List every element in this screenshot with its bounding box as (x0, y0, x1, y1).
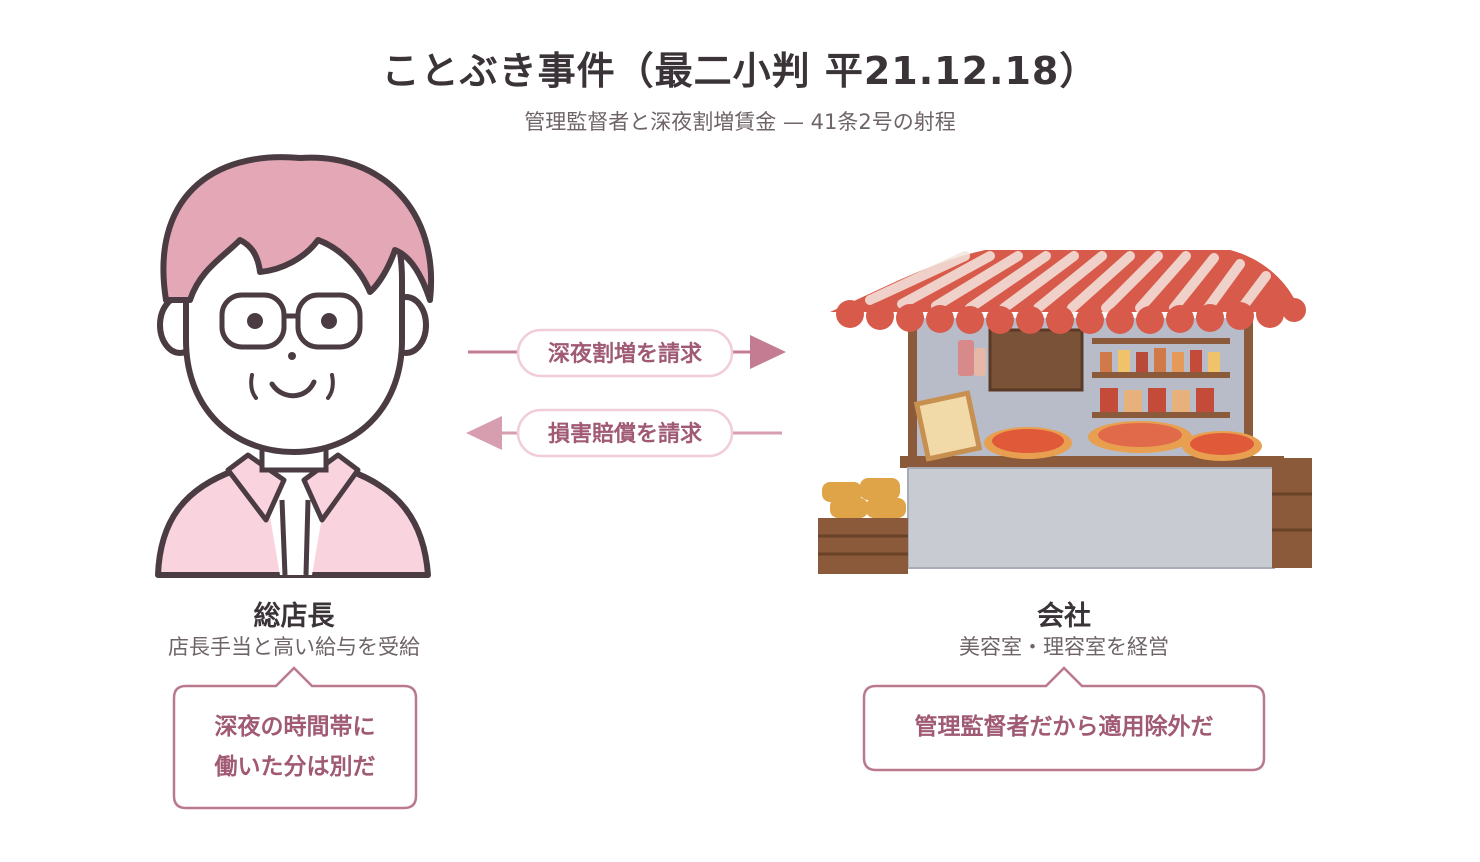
page-title: ことぶき事件（最二小判 平21.12.18） (381, 49, 1099, 93)
manager-speech-bubble (172, 666, 418, 810)
page-subtitle: 管理監督者と深夜割増賃金 — 41条2号の射程 (524, 110, 956, 134)
company-speech-bubble (862, 666, 1266, 772)
arrow-label-night-premium: 深夜割増を請求 (548, 341, 702, 367)
arrow-claim-damages: 損害賠償を請求 (466, 408, 782, 458)
arrow-label-damages: 損害賠償を請求 (548, 421, 702, 447)
arrow-claim-night-premium: 深夜割増を請求 (468, 328, 786, 378)
manager-description: 店長手当と高い給与を受給 (168, 635, 420, 659)
company-description: 美容室・理容室を経営 (959, 635, 1169, 659)
company-speech: 管理監督者だから適用除外だ (914, 714, 1214, 740)
manager-speech: 深夜の時間帯に 働いた分は別だ (174, 707, 416, 787)
manager-illustration (155, 154, 435, 578)
company-name: 会社 (1037, 601, 1091, 632)
manager-speech-line-1: 深夜の時間帯に (214, 714, 376, 740)
manager-speech-line-2: 働いた分は別だ (214, 754, 376, 780)
manager-name: 総店長 (253, 601, 335, 632)
shop-stall-illustration (818, 250, 1312, 574)
